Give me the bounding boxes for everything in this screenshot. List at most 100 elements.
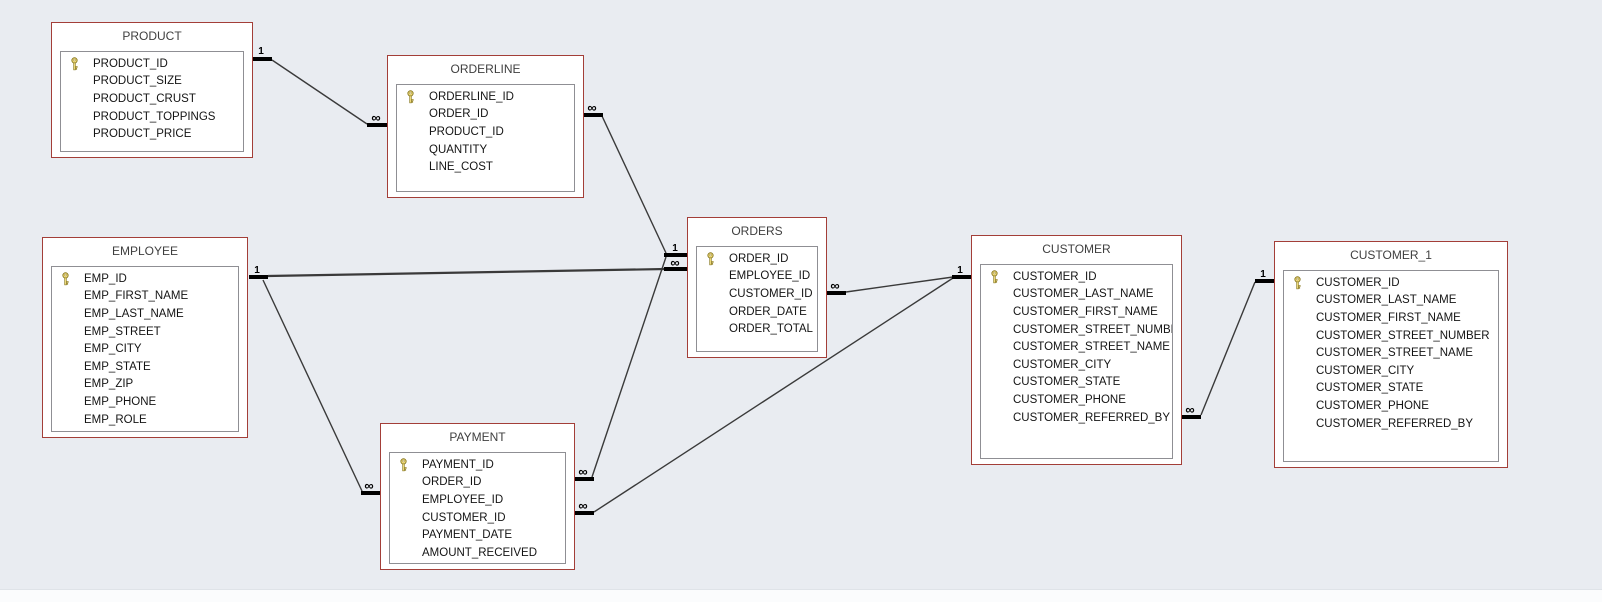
primary-key-icon — [407, 90, 414, 103]
field-row[interactable]: PRODUCT_ID — [61, 55, 243, 73]
field-row[interactable]: CUSTOMER_LAST_NAME — [981, 286, 1172, 304]
primary-key-icon — [707, 252, 714, 265]
relationship-line-customer-orders[interactable] — [845, 276, 954, 293]
field-row[interactable]: CUSTOMER_REFERRED_BY — [1284, 415, 1498, 433]
field-name-label: PAYMENT_DATE — [422, 529, 513, 542]
field-row[interactable]: EMP_STATE — [52, 358, 238, 376]
field-row[interactable]: AMOUNT_RECEIVED — [390, 544, 565, 562]
field-name-label: ORDER_ID — [729, 252, 789, 265]
field-row[interactable]: ORDER_ID — [397, 106, 574, 124]
field-name-label: CUSTOMER_ID — [729, 287, 813, 300]
primary-key-icon — [400, 458, 407, 471]
field-row[interactable]: CUSTOMER_FIRST_NAME — [981, 303, 1172, 321]
field-name-label: CUSTOMER_STATE — [1316, 382, 1424, 395]
relationship-line-orders-orderline[interactable] — [601, 115, 667, 254]
field-row[interactable]: EMP_FIRST_NAME — [52, 288, 238, 306]
field-row[interactable]: PRODUCT_TOPPINGS — [61, 108, 243, 126]
relationship-line-orders-payment[interactable] — [591, 256, 667, 478]
cardinality-many-label: ∞ — [578, 464, 587, 479]
table-title: ORDERS — [731, 224, 783, 238]
field-row[interactable]: ORDER_ID — [697, 250, 817, 268]
field-row[interactable]: CUSTOMER_ID — [390, 509, 565, 527]
field-name-label: CUSTOMER_STATE — [1013, 376, 1121, 389]
field-row[interactable]: EMPLOYEE_ID — [390, 491, 565, 509]
field-name-label: EMP_LAST_NAME — [84, 307, 184, 320]
field-row[interactable]: PAYMENT_DATE — [390, 526, 565, 544]
primary-key-icon-cell — [405, 90, 429, 104]
cardinality-many-label: ∞ — [578, 498, 587, 513]
field-name-label: QUANTITY — [429, 143, 488, 156]
field-row[interactable]: CUSTOMER_FIRST_NAME — [1284, 309, 1498, 327]
cardinality-one-label: 1 — [672, 243, 678, 254]
primary-key-icon-cell — [989, 270, 1013, 284]
field-row[interactable]: EMP_ZIP — [52, 376, 238, 394]
field-name-label: CUSTOMER_FIRST_NAME — [1013, 305, 1158, 318]
field-row[interactable]: CUSTOMER_STREET_NAME — [1284, 344, 1498, 362]
field-row[interactable]: EMP_ID — [52, 270, 238, 288]
field-row[interactable]: CUSTOMER_REFERRED_BY — [981, 409, 1172, 427]
field-row[interactable]: ORDER_ID — [390, 474, 565, 492]
field-row[interactable]: EMPLOYEE_ID — [697, 268, 817, 286]
field-row[interactable]: EMP_CITY — [52, 340, 238, 358]
field-name-label: ORDER_DATE — [729, 305, 807, 318]
field-row[interactable]: PRODUCT_ID — [397, 123, 574, 141]
field-row[interactable]: CUSTOMER_STREET_NAME — [981, 338, 1172, 356]
field-row[interactable]: ORDER_DATE — [697, 303, 817, 321]
field-row[interactable]: PRODUCT_CRUST — [61, 90, 243, 108]
field-name-label: ORDER_TOTAL — [729, 323, 813, 336]
field-row[interactable]: PRODUCT_SIZE — [61, 73, 243, 91]
field-row[interactable]: EMP_ROLE — [52, 411, 238, 429]
field-row[interactable]: CUSTOMER_STATE — [1284, 380, 1498, 398]
field-name-label: CUSTOMER_ID — [1316, 276, 1400, 289]
field-row[interactable]: CUSTOMER_STREET_NUMBER — [1284, 327, 1498, 345]
field-row[interactable]: QUANTITY — [397, 141, 574, 159]
field-row[interactable]: CUSTOMER_LAST_NAME — [1284, 292, 1498, 310]
primary-key-icon-cell — [705, 252, 729, 266]
field-name-label: EMP_ID — [84, 272, 127, 285]
field-row[interactable]: PAYMENT_ID — [390, 456, 565, 474]
primary-key-icon — [71, 57, 78, 70]
primary-key-icon-cell — [69, 57, 93, 71]
field-row[interactable]: CUSTOMER_ID — [1284, 274, 1498, 292]
field-row[interactable]: CUSTOMER_ID — [981, 268, 1172, 286]
relationship-line-customer1-customer[interactable] — [1200, 281, 1256, 416]
field-row[interactable]: CUSTOMER_PHONE — [981, 391, 1172, 409]
field-row[interactable]: CUSTOMER_STREET_NUMBER — [981, 321, 1172, 339]
field-row[interactable]: ORDER_TOTAL — [697, 320, 817, 338]
field-row[interactable]: CUSTOMER_CITY — [981, 356, 1172, 374]
field-name-label: ORDER_ID — [429, 108, 489, 121]
field-row[interactable]: EMP_LAST_NAME — [52, 305, 238, 323]
field-name-label: EMP_PHONE — [84, 395, 157, 408]
field-row[interactable]: PRODUCT_PRICE — [61, 125, 243, 143]
field-row[interactable]: EMP_PHONE — [52, 393, 238, 411]
field-name-label: CUSTOMER_STREET_NUMBER — [1013, 323, 1173, 336]
table-field-list: ORDERLINE_ID ORDER_ID PRODUCT_ID QUANTITY LI… — [396, 84, 575, 192]
relationship-line-employee-payment[interactable] — [262, 279, 363, 492]
field-name-label: ORDERLINE_ID — [429, 90, 514, 103]
field-name-label: CUSTOMER_STREET_NAME — [1316, 347, 1473, 360]
field-row[interactable]: CUSTOMER_ID — [697, 285, 817, 303]
field-row[interactable]: CUSTOMER_CITY — [1284, 362, 1498, 380]
field-row[interactable]: CUSTOMER_STATE — [981, 374, 1172, 392]
field-name-label: CUSTOMER_STREET_NAME — [1013, 341, 1170, 354]
relationship-line-product-orderline[interactable] — [271, 59, 368, 125]
relationship-line-customer-payment[interactable] — [593, 277, 954, 513]
field-name-label: CUSTOMER_PHONE — [1013, 393, 1126, 406]
field-row[interactable]: ORDERLINE_ID — [397, 88, 574, 106]
relationship-line-employee-orders[interactable] — [267, 267, 667, 278]
field-row[interactable]: EMP_STREET — [52, 323, 238, 341]
cardinality-many-label: ∞ — [364, 478, 373, 493]
field-row[interactable]: LINE_COST — [397, 158, 574, 176]
field-row[interactable]: CUSTOMER_PHONE — [1284, 397, 1498, 415]
